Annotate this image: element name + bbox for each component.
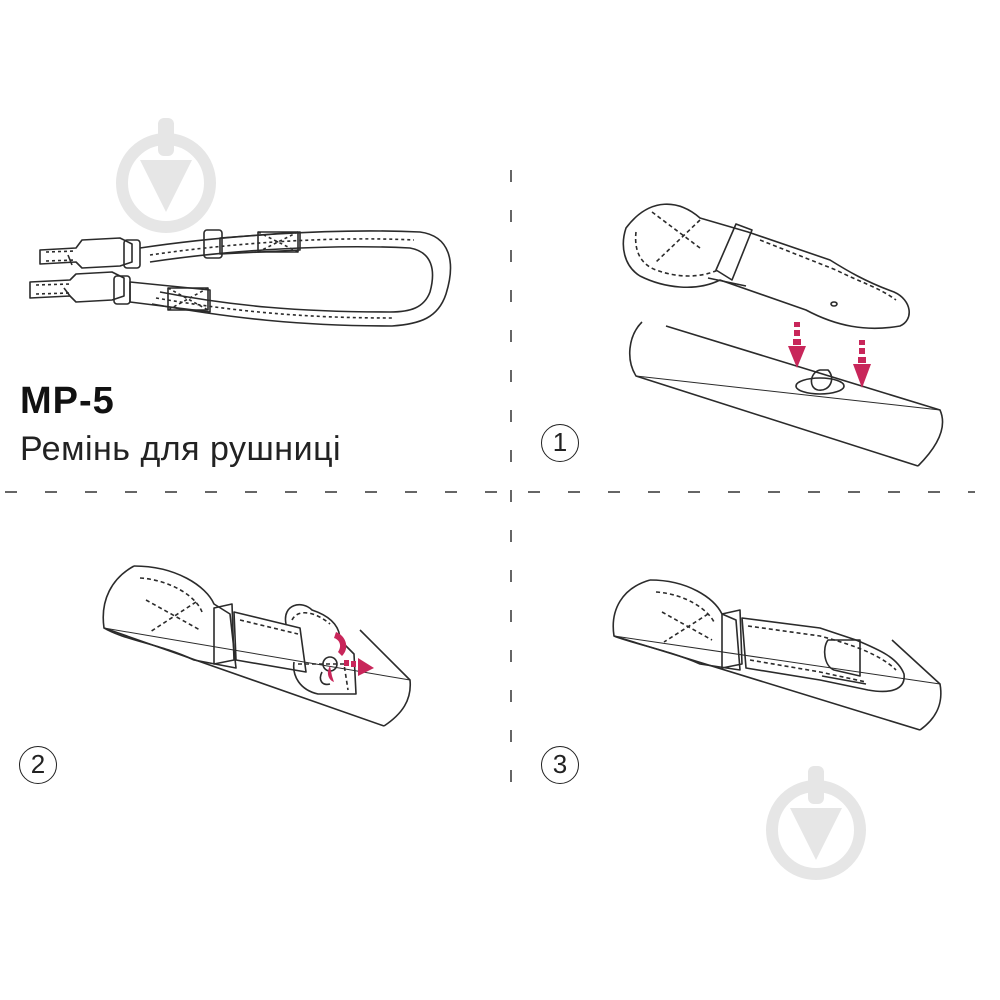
model-title: MP-5 (20, 380, 115, 422)
product-description: Ремінь для рушниці (20, 430, 342, 468)
step-1-badge: 1 (541, 424, 579, 462)
step-3-badge: 3 (541, 746, 579, 784)
down-arrow-icon (788, 322, 871, 388)
curved-arrow-icon (327, 632, 374, 682)
step-2-badge: 2 (19, 746, 57, 784)
